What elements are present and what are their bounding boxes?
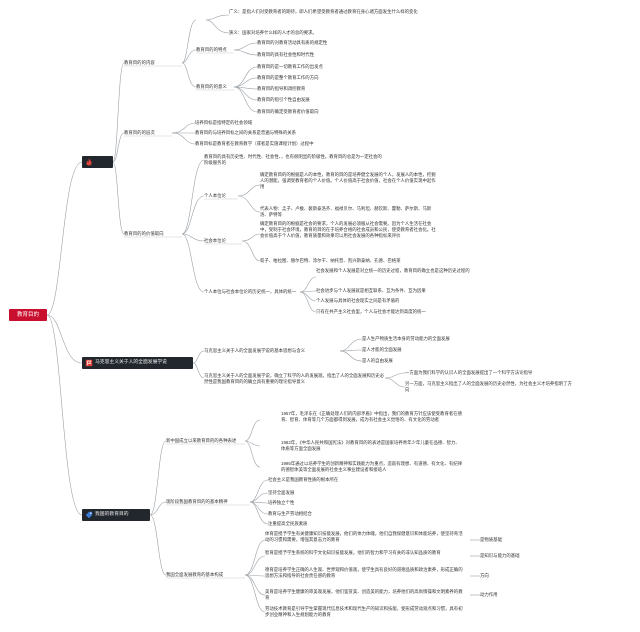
node-ty3[interactable]: 个人发展与具体的社会现实之间是有矛盾的 <box>316 298 400 303</box>
node-gc2[interactable]: 智育是授予学生系统的科学文化知识技能发展，他们的智力和学习有关的非认知品质的教育 <box>265 550 441 555</box>
node-js4[interactable]: 教育与生产劳动相结合 <box>268 511 312 516</box>
node-sh2[interactable]: 荀子、柏拉图、赫尔巴特、涂尔干、纳托普、凯兴斯泰纳、孔德、巴格莱 <box>260 258 401 263</box>
node-neirong[interactable]: 教育目的的内容 <box>124 60 155 65</box>
node-td1[interactable]: 教育目的对教育活动具有质的规定性 <box>257 40 328 45</box>
node-jz-intro[interactable]: 教育目的具有历史性、时代性、社会性、，也有很明显的阶级性。教育目的总是为一定社会… <box>204 154 382 165</box>
branch-node-3[interactable]: 我国的教育目的 <box>82 509 150 521</box>
node-mk2a[interactable]: 一方面为我们科学的认识人的全面发展提出了一个科学方法论指导 <box>405 370 533 375</box>
node-cc3[interactable]: 教育目标是教育者在教育教学（或者是实施课程计划）过程中 <box>195 141 314 146</box>
node-mk1[interactable]: 马克思主义关于人的全面发展学说的基本思想与含义 <box>204 348 305 353</box>
node-xz3[interactable]: 1995年通过以培养学生的创新精神和实践能力为重点，造就有理想、有道德、有文化、… <box>281 461 463 472</box>
node-xz2[interactable]: 1982年，《中华人民共和国宪法》对教育目的的表述是国家培养青年少年儿童在品德、… <box>281 440 460 451</box>
node-gc1r[interactable]: 是物质基础 <box>480 537 502 542</box>
node-mk1a[interactable]: 是人生产物质生活本身的劳动能力的全面发展 <box>362 336 450 341</box>
node-gc4r[interactable]: 动力作用 <box>480 592 498 597</box>
node-td2[interactable]: 教育目的具有社会性和时代性 <box>257 52 315 57</box>
node-yy4[interactable]: 教育目的指引个性自由发展 <box>257 97 310 102</box>
node-gc1[interactable]: 体育是授予学生有关健康知识技能发展，他们的体力体魄，他们自我保健意识和体能培养，… <box>265 531 463 542</box>
node-guangyi[interactable]: 广义：是指人们对受教育者的期待，即人们希望受教育者通过教育在身心诸方面发生什么样… <box>229 9 418 14</box>
node-ty1[interactable]: 社会发展和个人发展是对立统一的历史过程，教育目的确立也是这种历史过程的 <box>316 268 470 273</box>
node-ty4[interactable]: 只有在共产主义社会里，个人与社会才能达到高度的统一 <box>316 309 426 314</box>
node-yy2[interactable]: 教育目的是整个教育工作的方向 <box>257 75 319 80</box>
node-mk2b[interactable]: 另一方面，马克思主义指出了人的全面发展的历史必然性，为社会主义才培养指明了方向 <box>405 381 572 392</box>
node-cengci[interactable]: 教育目的的层次 <box>124 130 155 135</box>
node-xiayi[interactable]: 狭义：国家对培养什么样的人才的总的要求。 <box>229 30 317 35</box>
node-gc2r[interactable]: 是知识与能力的基础 <box>480 553 520 558</box>
node-yy5[interactable]: 教育目的确定受教育者价值取向 <box>257 109 319 114</box>
node-sh1[interactable]: 确定教育目的的根据是社会的要求，个人的发展必须服从社会需要。因为个人生活在社会中… <box>260 221 436 238</box>
node-gc5[interactable]: 劳动技术教育是引导学生掌握现代信息技术和现代生产的知识和技能，使形成劳动观点和习… <box>265 606 463 617</box>
node-gc4[interactable]: 美育是培养学生健康的审美观发展，他们鉴赏美、创造美的能力，培养他们的高尚情操和文… <box>265 589 463 600</box>
root-node[interactable]: 教育目的 <box>9 309 47 321</box>
branch-label-3: 我国的教育目的 <box>95 512 129 517</box>
node-geren[interactable]: 个人本位论 <box>204 193 226 198</box>
tag-icon <box>85 511 93 519</box>
branch-node-1[interactable] <box>82 156 113 168</box>
branch-label-2: 马克思主义关于人的全面发展学说 <box>95 360 167 365</box>
node-jingshen[interactable]: 现阶段我国教育目的的基本精神 <box>166 499 228 504</box>
branch-node-2[interactable]: 马克思主义关于人的全面发展学说 <box>82 357 193 369</box>
flag-icon <box>85 359 93 367</box>
node-yy1[interactable]: 教育目的是一切教育工作的出发点 <box>257 64 323 69</box>
node-shehui[interactable]: 社会本位论 <box>204 238 226 243</box>
node-js3[interactable]: 培养独立个性 <box>268 500 295 505</box>
node-xz1[interactable]: 1957年，毛泽东在《正确处理人们的内部矛盾》中指出，我们的教育方针应该使受教育… <box>281 411 463 422</box>
node-js5[interactable]: 注重提高全民族素质 <box>268 521 308 526</box>
node-xinzhong[interactable]: 新中国成立以来教育目的的各种表述 <box>166 438 237 443</box>
node-yy3[interactable]: 教育目的指导和调控教育 <box>257 86 306 91</box>
node-tongyi[interactable]: 个人本位与社会本位论的历史统一，具体的统一 <box>204 289 297 294</box>
node-tedian[interactable]: 教育目的的特点 <box>196 47 227 52</box>
node-mk1c[interactable]: 是人的自由发展 <box>362 358 393 363</box>
node-cc2[interactable]: 教育目的与培养目标之间的关系是普遍与特殊的关系 <box>195 130 296 135</box>
node-ty2[interactable]: 社会进步与个人发展就是相互联系、互为条件、互为因果 <box>316 288 426 293</box>
node-gc3r[interactable]: 方向 <box>480 573 489 578</box>
node-js1[interactable]: 社会主义是我国教育性质的根本所在 <box>268 477 339 482</box>
node-gc3[interactable]: 德育是培养学生正确的人生观、世界观和价值观，使学生具有良好的道德品质和政治素养，… <box>265 567 463 578</box>
node-jiazhi[interactable]: 教育目的的价值取向 <box>124 231 164 236</box>
node-js2[interactable]: 坚持全面发展 <box>268 490 295 495</box>
node-goucheng[interactable]: 我国全面发展教育的基本构成 <box>166 572 224 577</box>
node-cc1[interactable]: 培养目标是指特定的社会领域 <box>195 120 253 125</box>
fire-icon <box>86 158 92 166</box>
node-mk2[interactable]: 马克思主义关于人的全面发展学说，确立了科学的人的发展观，指出了人的全面发展和历史… <box>204 373 385 384</box>
node-yiyi[interactable]: 教育目的的意义 <box>196 84 227 89</box>
node-gr2[interactable]: 代表人物：孟子、卢梭、裴斯泰洛齐、福禄贝尔、马利坦、赫钦斯、霍勒、萨尔斯、马斯洛… <box>260 206 432 217</box>
node-gr1[interactable]: 确定教育目的的根据是人的本性，教育的目的是培养健全发展的个人，发展人的本性，挖掘… <box>260 172 436 189</box>
node-mk1b[interactable]: 是人才能的全面发展 <box>362 347 402 352</box>
